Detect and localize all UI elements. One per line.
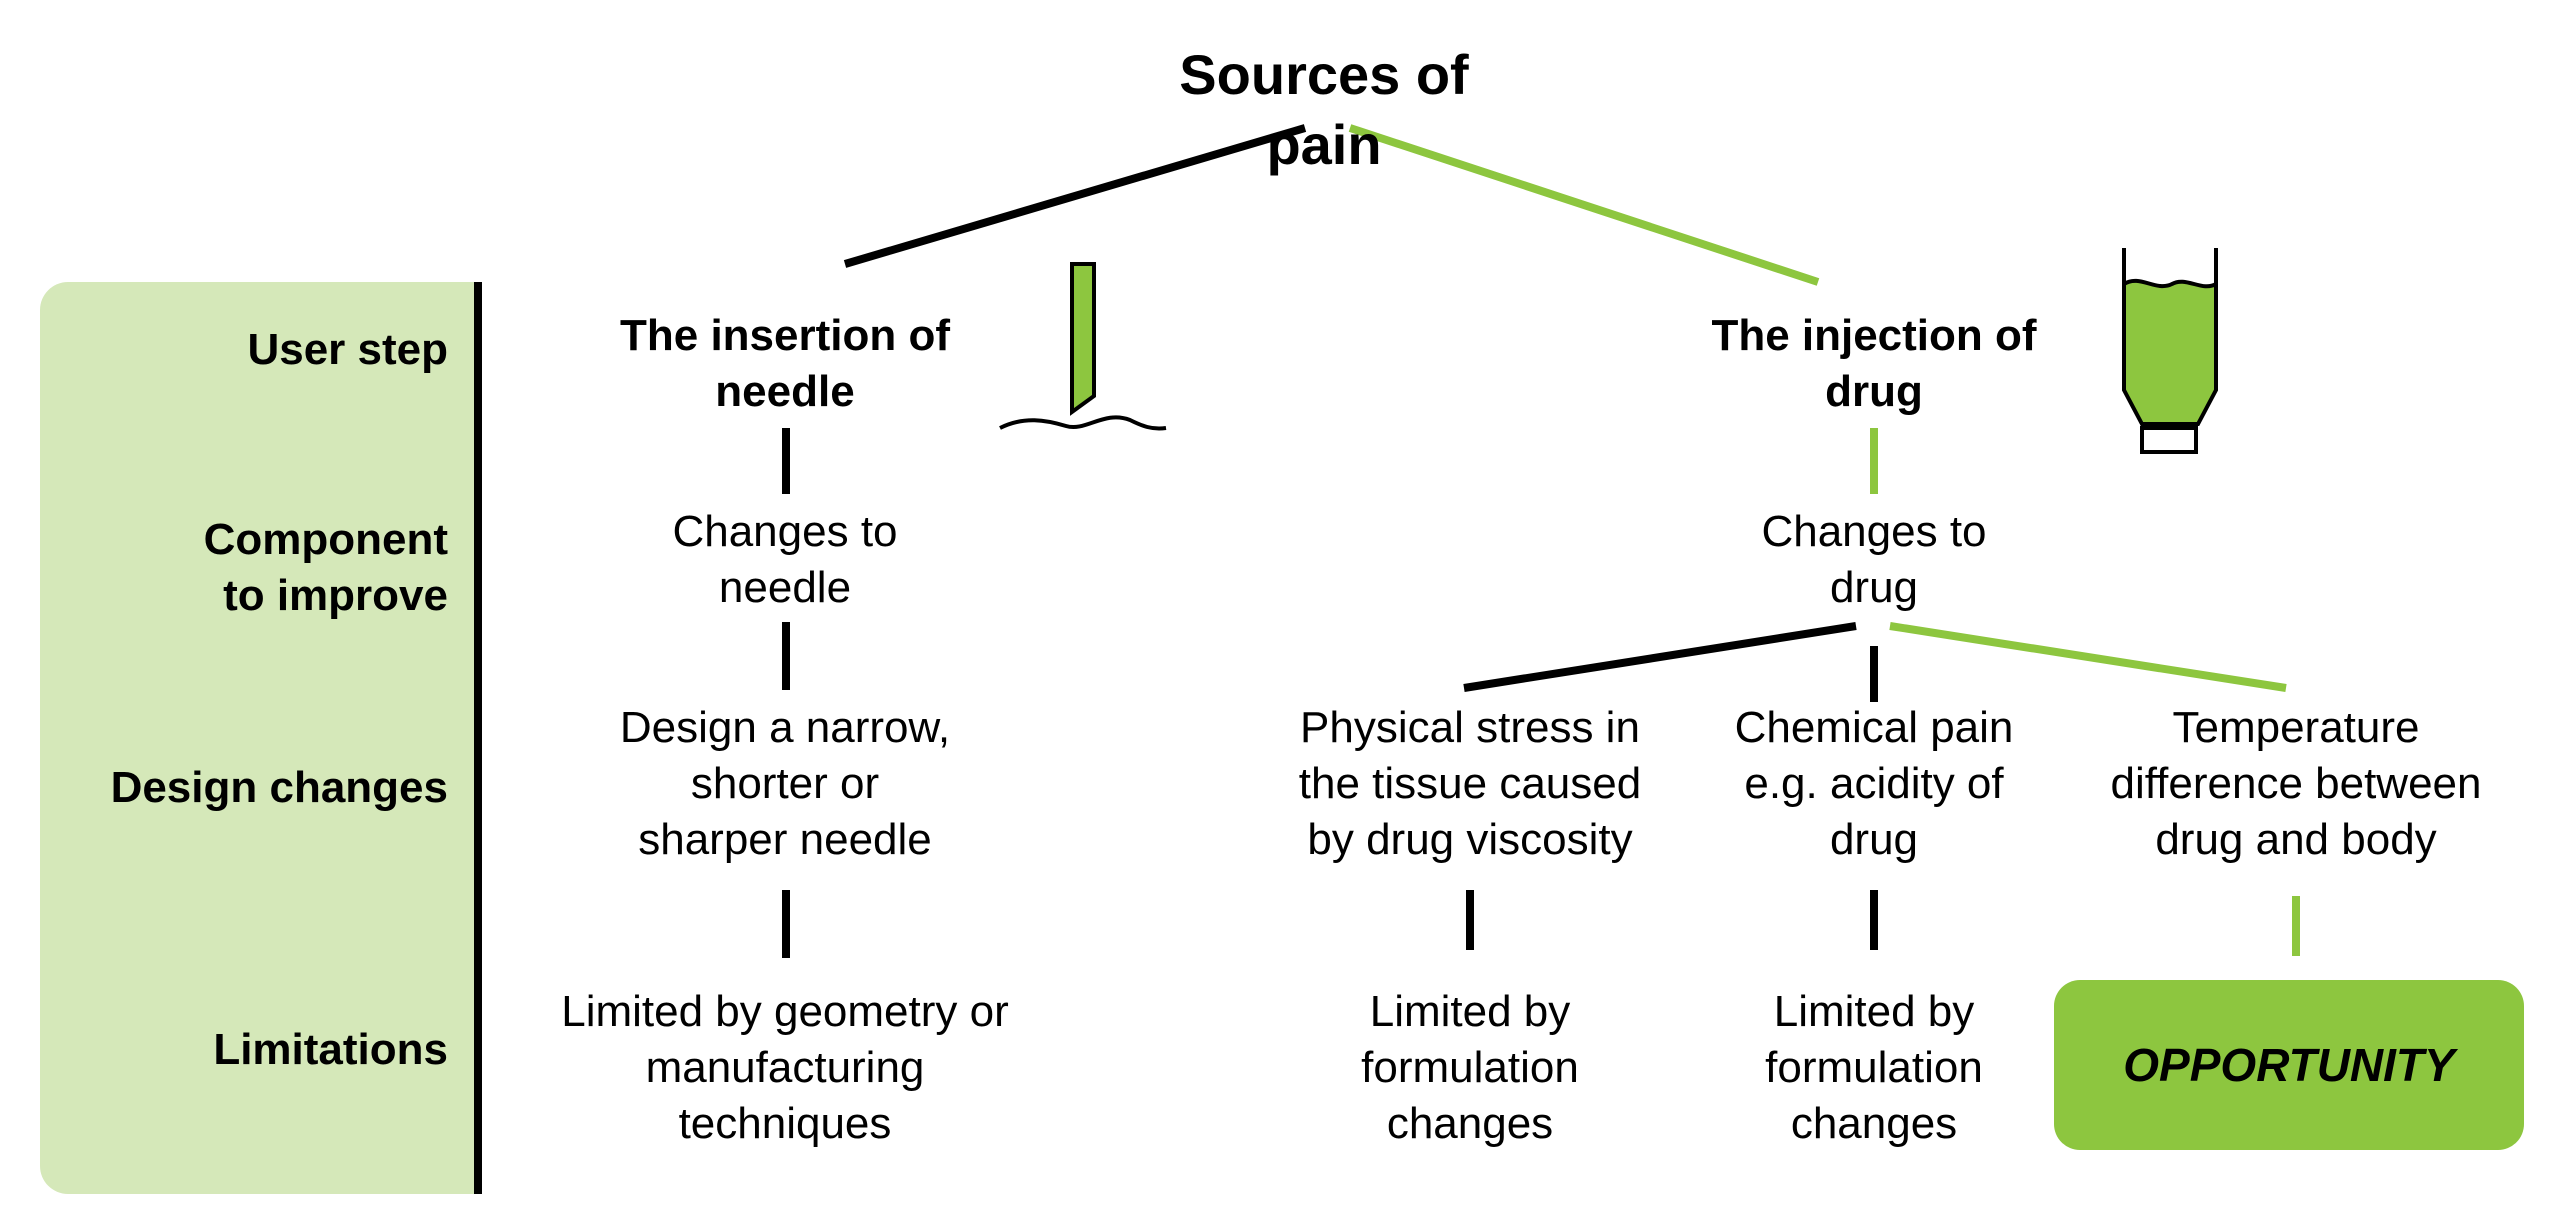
row-label-component: Component to improve xyxy=(203,515,448,620)
row-divider xyxy=(474,282,482,1194)
node-limited-by-formulation-2: Limited by formulation changes xyxy=(1765,987,1983,1148)
connector-drug-to-temperature xyxy=(1889,622,2287,692)
opportunity-box: OPPORTUNITY xyxy=(2054,980,2524,1150)
connector-root-needle xyxy=(843,124,1307,268)
node-chemical-pain-acidity: Chemical pain e.g. acidity of drug xyxy=(1734,703,2014,864)
node-temperature-difference: Temperature difference between drug and … xyxy=(2110,703,2482,864)
connector-drug-to-viscosity xyxy=(1463,622,1857,692)
diagram-title: Sources of pain xyxy=(1179,43,1469,176)
node-injection-of-drug: The injection of drug xyxy=(1711,311,2037,416)
row-label-user-step: User step xyxy=(247,325,448,374)
connector-root-drug xyxy=(1348,124,1820,286)
node-design-narrow-needle: Design a narrow, shorter or sharper need… xyxy=(619,703,951,864)
row-label-panel xyxy=(40,282,480,1194)
row-label-limitations: Limitations xyxy=(213,1025,448,1074)
opportunity-label: OPPORTUNITY xyxy=(2123,1039,2455,1091)
node-limited-by-geometry: Limited by geometry or manufacturing tec… xyxy=(561,987,1009,1148)
syringe-cartridge-icon xyxy=(2122,248,2218,454)
node-changes-to-drug: Changes to drug xyxy=(1761,507,1987,612)
row-label-design-changes: Design changes xyxy=(110,763,448,812)
needle-in-skin-icon xyxy=(999,262,1167,431)
node-insertion-of-needle: The insertion of needle xyxy=(620,311,950,416)
node-physical-stress-viscosity: Physical stress in the tissue caused by … xyxy=(1298,703,1642,864)
node-changes-to-needle: Changes to needle xyxy=(672,507,898,612)
node-limited-by-formulation-1: Limited by formulation changes xyxy=(1361,987,1579,1148)
